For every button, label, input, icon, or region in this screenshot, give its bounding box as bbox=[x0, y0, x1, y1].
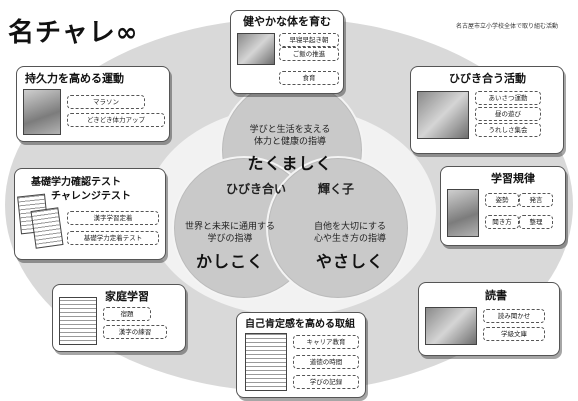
right-circle-line1: 自他を大切にする bbox=[313, 222, 387, 232]
kiritsu-tag-2: 発言 bbox=[519, 193, 553, 207]
top-circle-big: たくましく bbox=[247, 154, 333, 173]
katei-tag-2: 漢字の練習 bbox=[103, 325, 167, 339]
box-test-title-2: チャレンジテスト bbox=[51, 191, 131, 202]
kiritsu-tag-3: 聞き方 bbox=[485, 215, 519, 229]
dokusho-tag-2: 学級文庫 bbox=[483, 327, 545, 341]
stamina-tag-1: マラソン bbox=[67, 95, 145, 109]
box-hibiki: ひびき合う活動 あいさつ運動 昼の遊び うれしさ集会 bbox=[410, 66, 564, 154]
box-health-title: 健やかな体を育む bbox=[243, 15, 331, 28]
box-jiko-title: 自己肯定感を高める取組 bbox=[245, 319, 355, 330]
kiritsu-tag-4: 整理 bbox=[519, 215, 553, 229]
stamina-tag-2: どきどき体力アップ bbox=[67, 113, 165, 127]
box-dokusho: 読書 読み聞かせ 学級文庫 bbox=[418, 282, 560, 356]
left-circle-line2: 学びの指導 bbox=[207, 234, 253, 244]
kiritsu-tag-1: 姿勢 bbox=[485, 193, 519, 207]
box-kiritsu: 学習規律 姿勢 発言 聞き方 整理 bbox=[440, 166, 566, 246]
overlap-right-label: 輝く子 bbox=[318, 182, 355, 196]
dokusho-photo bbox=[425, 307, 477, 345]
test-tag-1: 漢字学習定着 bbox=[67, 211, 159, 225]
left-circle-big: かしこく bbox=[195, 252, 264, 271]
test-paper-2 bbox=[30, 207, 64, 249]
right-circle-big: やさしく bbox=[315, 252, 384, 271]
health-photo bbox=[237, 33, 275, 65]
top-circle-line1: 学びと生活を支える bbox=[249, 125, 331, 135]
box-hibiki-title: ひびき合う活動 bbox=[449, 72, 526, 85]
box-stamina: 持久力を高める運動 マラソン どきどき体力アップ bbox=[16, 66, 170, 142]
test-tag-2: 基礎学力定着テスト bbox=[67, 231, 159, 245]
box-katei: 家庭学習 宿題 漢字の練習 bbox=[52, 284, 186, 352]
health-tag-2: ご飯の推進 bbox=[279, 47, 339, 61]
katei-notebook bbox=[59, 297, 97, 345]
box-health: 健やかな体を育む 早寝早起き朝 ご飯の推進 食育 bbox=[230, 10, 344, 94]
hibiki-tag-1: あいさつ運動 bbox=[475, 91, 541, 105]
box-jiko: 自己肯定感を高める取組 キャリア教育 道徳の時間 学びの記録 bbox=[236, 312, 366, 398]
top-circle-line2: 体力と健康の指導 bbox=[253, 137, 326, 147]
overlap-left-label: ひびき合い bbox=[226, 182, 287, 196]
hibiki-photo bbox=[417, 91, 469, 139]
hibiki-tag-3: うれしさ集会 bbox=[475, 123, 541, 137]
page-title: 名チャレ∞ bbox=[8, 18, 139, 48]
health-tag-1: 早寝早起き朝 bbox=[279, 33, 339, 47]
circle-yasashiku bbox=[266, 156, 410, 300]
jiko-tag-2: 道徳の時間 bbox=[293, 355, 359, 369]
box-test: 基礎学力確認テスト チャレンジテスト 漢字学習定着 基礎学力定着テスト bbox=[14, 168, 166, 260]
left-circle-line1: 世界と未来に通用する bbox=[184, 222, 275, 232]
stamina-photo bbox=[23, 89, 61, 135]
katei-tag-1: 宿題 bbox=[103, 307, 151, 321]
box-dokusho-title: 読書 bbox=[485, 289, 507, 302]
box-kiritsu-title: 学習規律 bbox=[491, 172, 535, 185]
jiko-tag-3: 学びの記録 bbox=[293, 375, 359, 389]
dokusho-tag-1: 読み聞かせ bbox=[483, 309, 545, 323]
page-subtitle: 名古屋市立小学校全体で取り組む活動 bbox=[456, 23, 559, 30]
kiritsu-photo bbox=[447, 189, 479, 237]
box-stamina-title: 持久力を高める運動 bbox=[25, 72, 124, 85]
right-circle-line2: 心や生き方の指導 bbox=[313, 234, 386, 244]
hibiki-tag-2: 昼の遊び bbox=[475, 107, 541, 121]
box-test-title-1: 基礎学力確認テスト bbox=[31, 177, 121, 188]
jiko-tag-1: キャリア教育 bbox=[293, 335, 359, 349]
jiko-document bbox=[245, 333, 287, 391]
health-tag-3: 食育 bbox=[279, 71, 339, 85]
box-katei-title: 家庭学習 bbox=[105, 290, 149, 303]
